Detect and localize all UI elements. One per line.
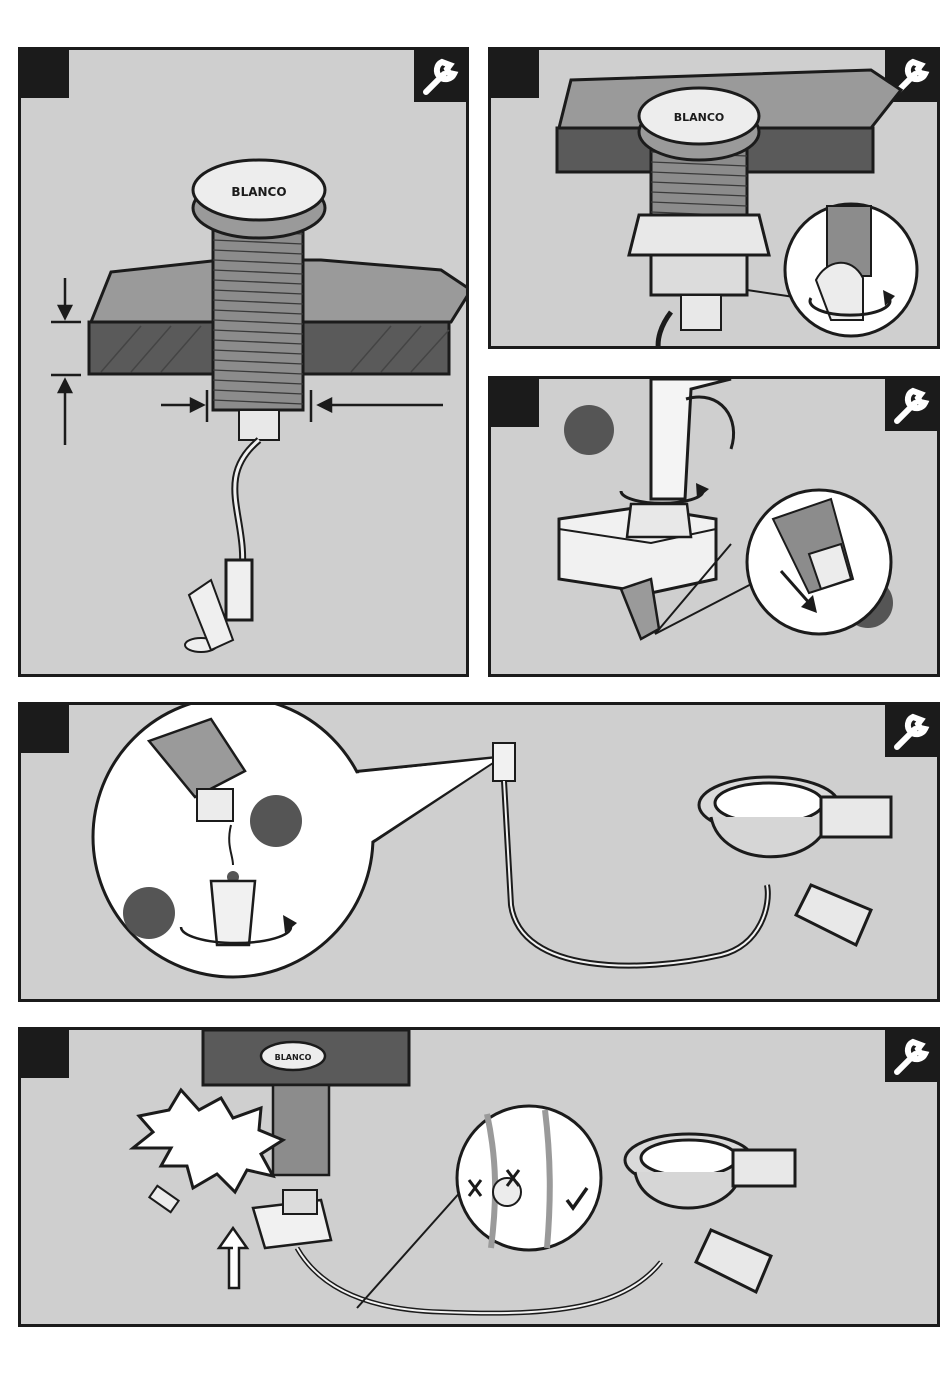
pneumatic-switch-illustration <box>491 379 940 677</box>
hose-connector <box>226 560 252 620</box>
arrow-up-icon <box>219 1228 247 1288</box>
step-marker-b <box>123 887 175 939</box>
step-panel-5: BLANCO <box>18 1027 940 1327</box>
step-panel-3 <box>488 376 940 677</box>
brand-label: BLANCO <box>275 1053 312 1062</box>
fasten-nut-illustration: BLANCO <box>491 50 940 349</box>
complete-assembly-illustration: BLANCO <box>21 1030 940 1327</box>
waste-fitting <box>625 1134 795 1292</box>
thickness-dimension-arrows <box>51 278 81 445</box>
step-panel-4 <box>18 702 940 1002</box>
step-panel-1: BLANCO <box>18 47 469 677</box>
brand-label: BLANCO <box>674 111 725 124</box>
detail-magnifier <box>457 1106 601 1250</box>
step-marker-a <box>564 405 614 455</box>
warning-burst <box>133 1090 283 1192</box>
push-button-installation-illustration: BLANCO <box>21 50 469 677</box>
air-hose <box>297 1248 661 1313</box>
brand-label: BLANCO <box>231 185 286 199</box>
hose-to-waste-connection-illustration <box>21 705 940 1002</box>
waste-fitting <box>699 777 891 945</box>
step-marker-a <box>250 795 302 847</box>
step-panel-2: BLANCO <box>488 47 940 349</box>
